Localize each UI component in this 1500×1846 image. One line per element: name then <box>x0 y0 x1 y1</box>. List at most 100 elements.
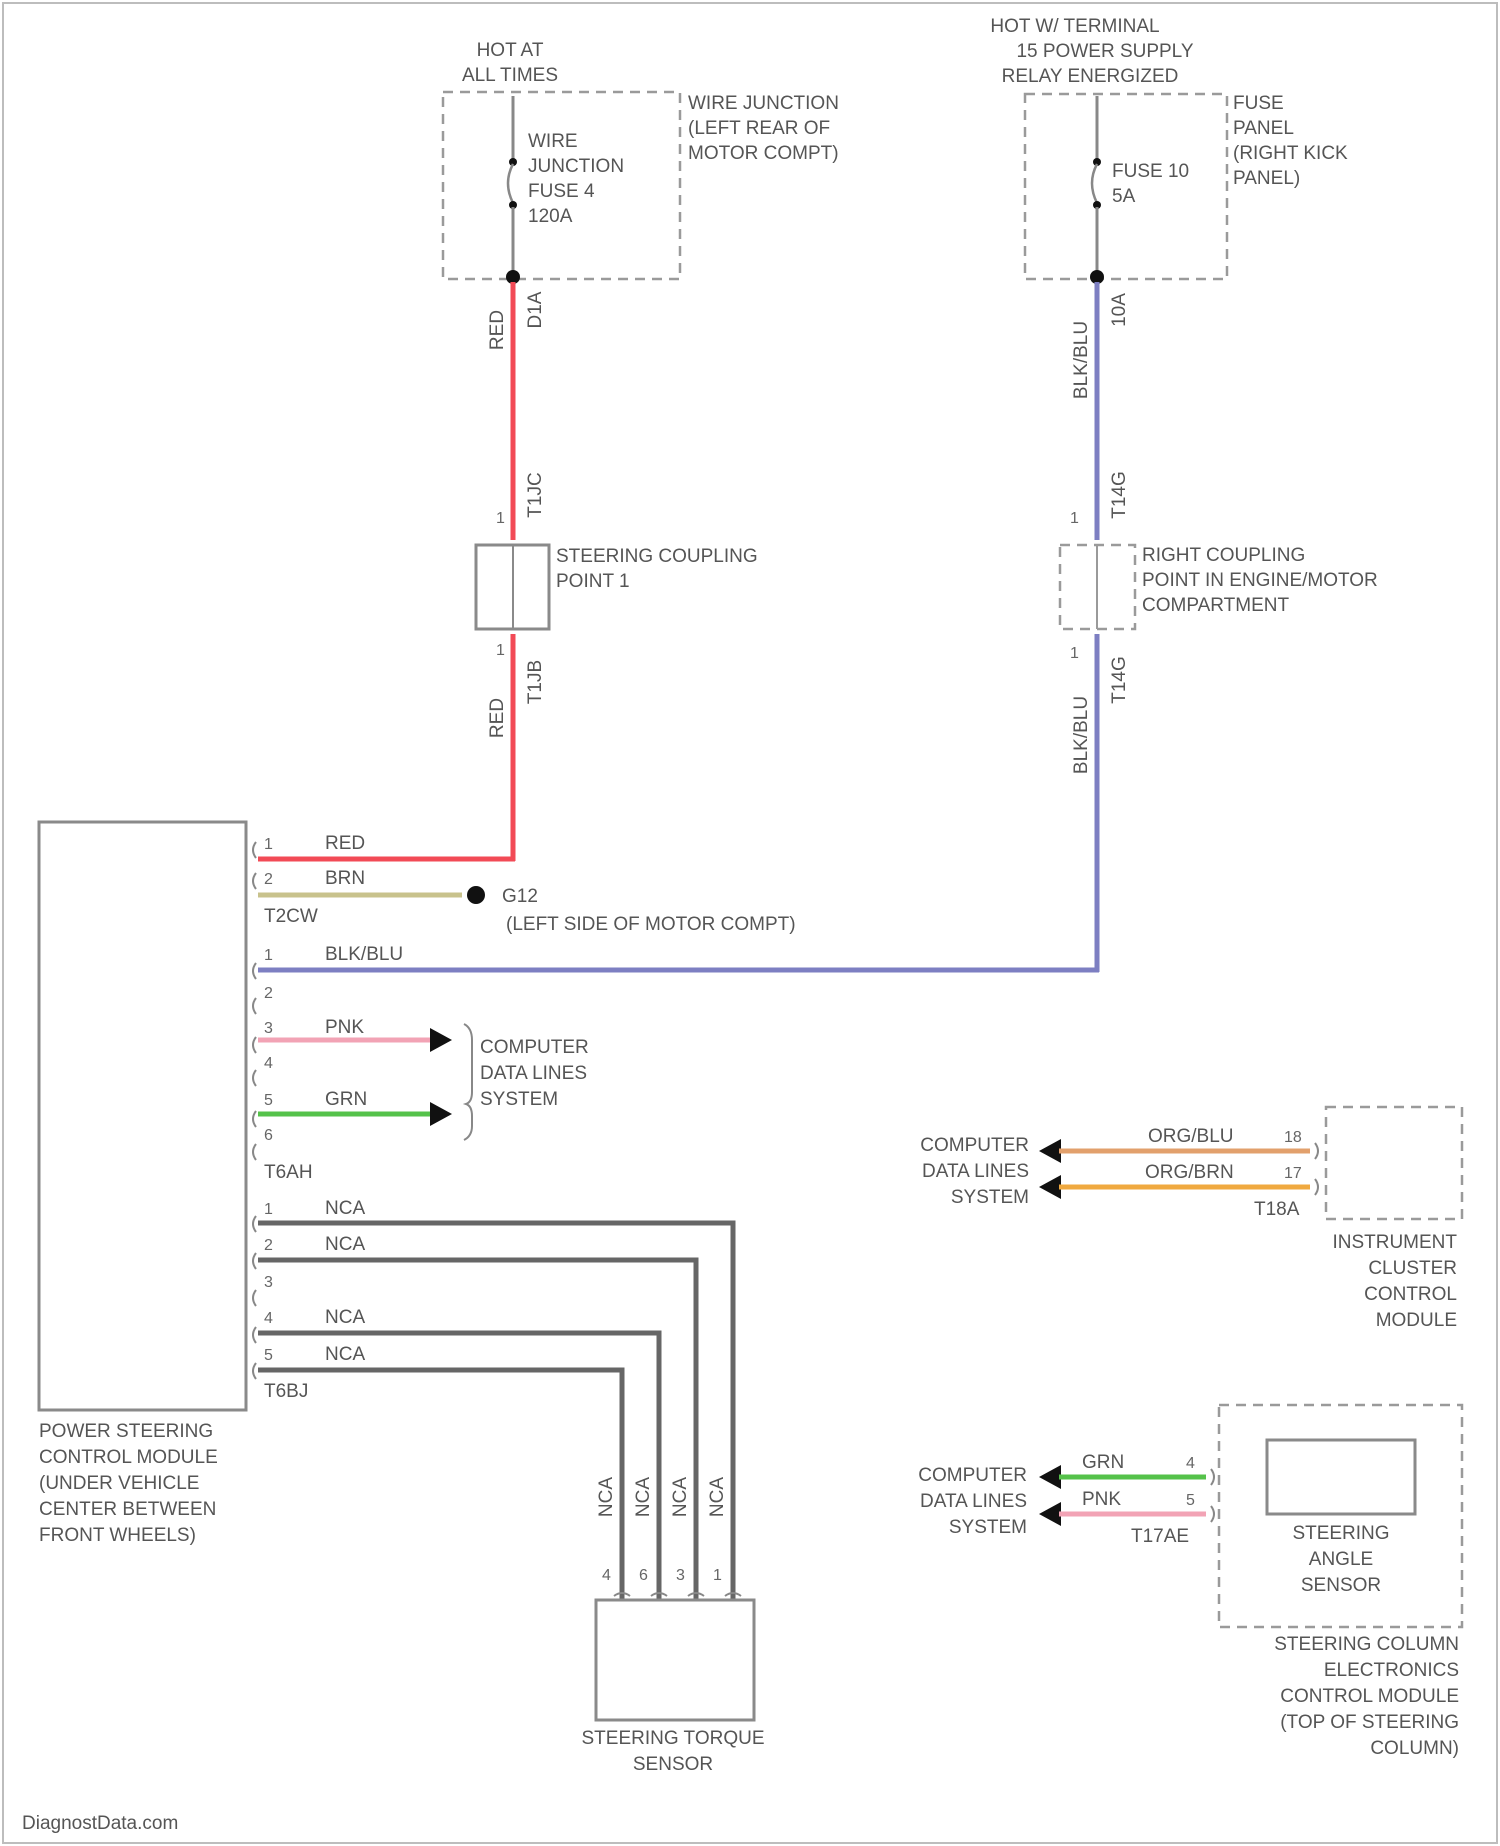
t2cw-pin2-color: BRN <box>325 868 365 889</box>
red-wire-lower-circuit: T1JB <box>525 660 546 704</box>
angle-pnk-arrow <box>1039 1502 1061 1526</box>
angle-data-lines-line3: SYSTEM <box>949 1517 1027 1538</box>
t6bj-pin1: 1 <box>264 1201 273 1218</box>
nca-wire-pin4 <box>258 1333 659 1600</box>
right-coupling-pin-a: 1 <box>1070 510 1079 527</box>
fuse10-label-line2: 5A <box>1112 186 1136 207</box>
wire-junction-name-line1: WIRE JUNCTION <box>688 93 839 114</box>
fuse-panel-block: HOT W/ TERMINAL 15 POWER SUPPLY RELAY EN… <box>990 16 1348 284</box>
module-name-line5: FRONT WHEELS) <box>39 1525 196 1546</box>
steering-coupling-pin-b: 1 <box>496 642 505 659</box>
t6bj-connector-label: T6BJ <box>264 1381 308 1402</box>
fuse10-output-splice <box>1090 270 1104 284</box>
blue-power-circuit: BLK/BLU 10A T14G 1 RIGHT COUPLING POINT … <box>258 282 1378 972</box>
column-module-name-line3: CONTROL MODULE <box>1280 1686 1459 1707</box>
steering-angle-sensor-box <box>1267 1440 1415 1514</box>
nca-wire-pin1 <box>258 1223 733 1600</box>
red-wire-upper-circuit: D1A <box>525 291 546 328</box>
power-steering-module: POWER STEERING CONTROL MODULE (UNDER VEH… <box>39 822 796 1546</box>
hot-w-terminal-15-line3: RELAY ENERGIZED <box>1002 66 1179 87</box>
module-data-lines-line2: DATA LINES <box>480 1063 587 1084</box>
angle-data-lines-line1: COMPUTER <box>918 1465 1027 1486</box>
right-coupling-pin-b: 1 <box>1070 645 1079 662</box>
t6ah-connector-bracket <box>253 963 256 1160</box>
t6bj-pin2-color: NCA <box>325 1234 365 1255</box>
angle-pin-4: 4 <box>1186 1455 1195 1472</box>
torque-wire-label-1: NCA <box>596 1477 617 1517</box>
power-steering-module-box <box>39 822 246 1410</box>
nca-wire-pin2 <box>258 1260 696 1600</box>
cluster-name-line2: CLUSTER <box>1368 1258 1457 1279</box>
t6bj-pin1-color: NCA <box>325 1198 365 1219</box>
fuse10-label-line1: FUSE 10 <box>1112 161 1189 182</box>
pnk-arrow <box>430 1028 452 1052</box>
t6bj-pin4-color: NCA <box>325 1307 365 1328</box>
column-module-name-line5: COLUMN) <box>1370 1738 1459 1759</box>
hot-at-all-times-line1: HOT AT <box>477 40 544 61</box>
fuse4-label-line2: JUNCTION <box>528 156 624 177</box>
red-power-circuit: RED D1A T1JC 1 STEERING COUPLING POINT 1… <box>258 282 758 861</box>
module-name-line3: (UNDER VEHICLE <box>39 1473 199 1494</box>
red-wire-lower-color: RED <box>487 698 508 738</box>
fuse-panel-name-line4: PANEL) <box>1233 168 1300 189</box>
torque-sensor-pin-4: 1 <box>713 1567 722 1584</box>
steering-coupling-pin-a: 1 <box>496 510 505 527</box>
blue-wire-upper-color: BLK/BLU <box>1071 321 1092 399</box>
hot-w-terminal-15-line1: HOT W/ TERMINAL <box>990 16 1159 37</box>
torque-wire-label-4: NCA <box>707 1477 728 1517</box>
t2cw-connector-bracket <box>253 842 256 889</box>
torque-sensor-pin-1: 4 <box>602 1567 611 1584</box>
wire-junction-block: HOT AT ALL TIMES WIRE JUNCTION (LEFT REA… <box>443 40 839 284</box>
watermark: DiagnostData.com <box>22 1813 178 1834</box>
angle-pin-5: 5 <box>1186 1492 1195 1509</box>
t6bj-pin4: 4 <box>264 1310 273 1327</box>
t6ah-pin3: 3 <box>264 1020 273 1037</box>
fuse-panel-name-line3: (RIGHT KICK <box>1233 143 1348 164</box>
module-data-lines-line1: COMPUTER <box>480 1037 589 1058</box>
module-name-line4: CENTER BETWEEN <box>39 1499 216 1520</box>
angle-grn-color: GRN <box>1082 1452 1124 1473</box>
orgblu-color: ORG/BLU <box>1148 1126 1234 1147</box>
angle-sensor-name-line2: ANGLE <box>1309 1549 1373 1570</box>
grn-arrow <box>430 1102 452 1126</box>
steering-coupling-name-line1: STEERING COUPLING <box>556 546 758 567</box>
hot-w-terminal-15-line2: 15 POWER SUPPLY <box>1016 41 1193 62</box>
blue-wire-upper-circuit: 10A <box>1109 293 1130 327</box>
angle-sensor-name-line1: STEERING <box>1292 1523 1389 1544</box>
t6ah-pin6: 6 <box>264 1127 273 1144</box>
cluster-name-line3: CONTROL <box>1364 1284 1457 1305</box>
t6ah-pin3-color: PNK <box>325 1017 364 1038</box>
torque-sensor-name-line1: STEERING TORQUE <box>582 1728 765 1749</box>
t6ah-pin4: 4 <box>264 1055 273 1072</box>
torque-sensor-connector-bracket <box>614 1593 741 1596</box>
cluster-orgblu-arrow <box>1039 1139 1061 1163</box>
fuse4-label-line4: 120A <box>528 206 573 227</box>
torque-sensor-name-line2: SENSOR <box>633 1754 713 1775</box>
cluster-connector-label: T18A <box>1254 1199 1300 1220</box>
fuse4-output-splice <box>506 270 520 284</box>
t6ah-connector-label: T6AH <box>264 1162 313 1183</box>
right-coupling-pin-top: T14G <box>1109 471 1130 519</box>
nca-wire-pin5 <box>258 1370 622 1600</box>
cluster-data-lines-line2: DATA LINES <box>922 1161 1029 1182</box>
module-data-lines-brace <box>464 1024 472 1140</box>
torque-wire-label-2: NCA <box>633 1477 654 1517</box>
red-wire-upper-color: RED <box>487 310 508 350</box>
angle-connector-bracket <box>1211 1469 1214 1522</box>
right-coupling-name-line1: RIGHT COUPLING <box>1142 545 1305 566</box>
angle-data-lines-line2: DATA LINES <box>920 1491 1027 1512</box>
orgbrn-color: ORG/BRN <box>1145 1162 1234 1183</box>
cluster-connector-bracket <box>1315 1143 1318 1195</box>
t6ah-pin2: 2 <box>264 985 273 1002</box>
steering-coupling-pin-top: T1JC <box>525 472 546 517</box>
blue-wire-lower-color: BLK/BLU <box>1071 696 1092 774</box>
fuse10-symbol <box>1092 164 1097 203</box>
t2cw-pin2: 2 <box>264 871 273 888</box>
torque-sensor-wiring: NCA NCA NCA NCA 4 6 3 1 STEERING TORQUE … <box>258 1223 765 1775</box>
angle-grn-arrow <box>1039 1465 1061 1489</box>
ground-g12-label: G12 <box>502 886 538 907</box>
t6bj-pin5-color: NCA <box>325 1344 365 1365</box>
cluster-data-lines-line1: COMPUTER <box>920 1135 1029 1156</box>
right-coupling-name-line2: POINT IN ENGINE/MOTOR <box>1142 570 1378 591</box>
column-module-name-line4: (TOP OF STEERING <box>1280 1712 1459 1733</box>
